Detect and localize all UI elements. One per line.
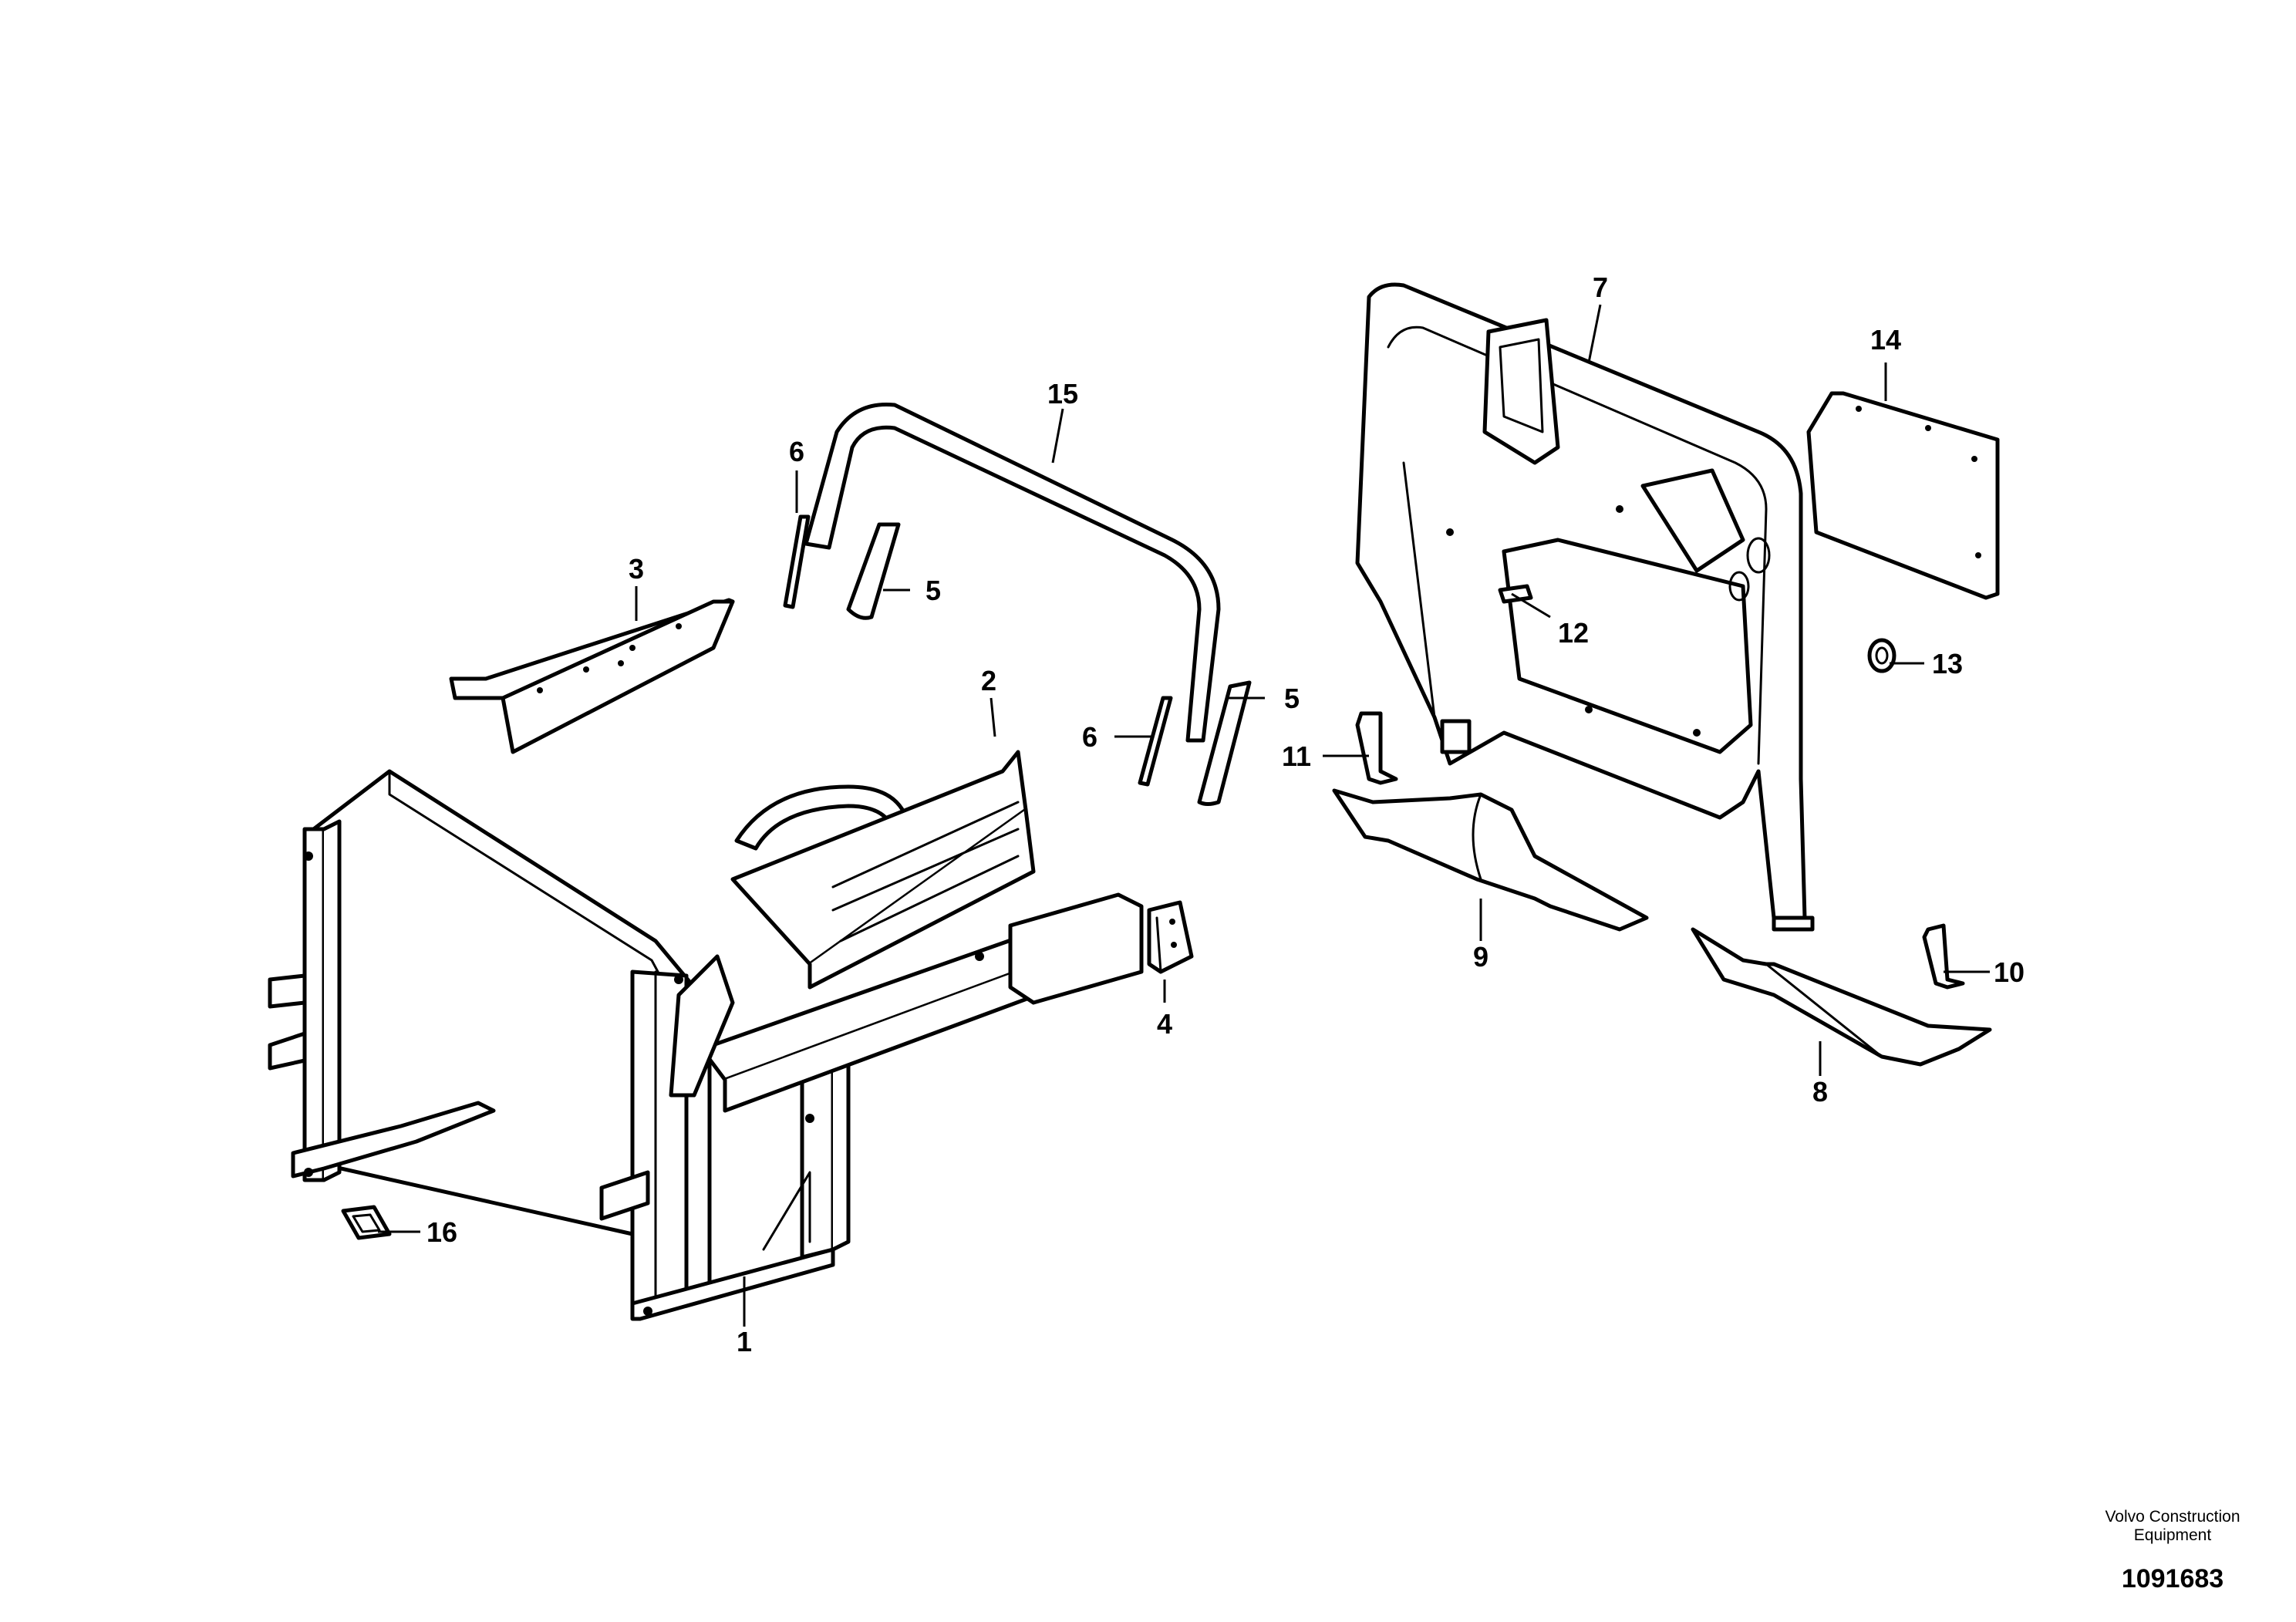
callout-16: 16 [426,1216,457,1248]
part-8-floor-plate [1691,927,1992,1067]
part-11-bracket [1355,711,1398,785]
part-13-grommet [1867,638,1896,673]
part-7-rear-frame [1355,282,1815,932]
part-16-square-grommet [341,1205,392,1240]
callout-3: 3 [629,553,644,585]
callout-2: 2 [981,665,996,696]
callout-14: 14 [1870,324,1901,356]
callouts: 1 2 3 4 5 5 6 6 7 8 9 10 11 12 13 14 15 … [426,271,2025,1357]
callout-8: 8 [1812,1076,1828,1108]
part-2-handle-bracket [730,750,1036,990]
callout-6a: 6 [789,436,804,467]
part-4-bracket [1147,900,1194,974]
part-6-strip-lower [1138,696,1173,787]
part-5-strip-upper [846,522,901,620]
callout-4: 4 [1157,1008,1172,1040]
callout-5a: 5 [925,575,941,606]
callout-1: 1 [737,1326,752,1357]
callout-12: 12 [1558,617,1589,649]
part-5-strip-lower [1197,680,1252,806]
part-3-cover-plate [449,598,735,754]
part-1-main-frame [268,769,1144,1321]
part-6-strip-upper [783,514,811,609]
callout-15: 15 [1047,378,1078,410]
figure-number: 1091683 [2121,1564,2224,1593]
part-12-plate [1498,584,1533,604]
callout-13: 13 [1932,648,1963,679]
leader-lines [378,304,1990,1327]
callout-6b: 6 [1082,721,1097,753]
part-15-roll-bar [804,402,1221,743]
callout-7: 7 [1593,271,1608,303]
part-14-panel [1806,391,2000,600]
part-9-floor-plate [1332,788,1649,932]
callout-11: 11 [1282,740,1311,772]
brand-label: Volvo Construction Equipment [2105,1508,2240,1544]
callout-5b: 5 [1284,683,1300,714]
callout-9: 9 [1473,941,1489,973]
part-10-bracket [1922,923,1965,990]
callout-10: 10 [1994,956,2025,988]
